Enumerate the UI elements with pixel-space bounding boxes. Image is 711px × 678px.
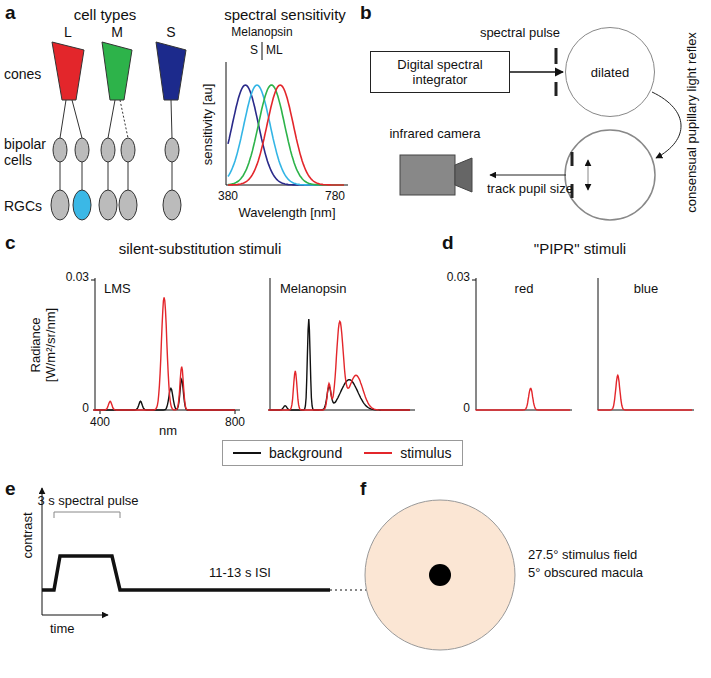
label: S <box>250 44 258 58</box>
label: sensitivity [au] <box>201 59 216 189</box>
label: blue <box>634 282 659 297</box>
label: LMS <box>104 282 131 297</box>
label: consensual pupillary light reflex <box>685 2 700 242</box>
label: time <box>50 622 75 637</box>
eye-circle: dilated <box>565 27 655 117</box>
label: cones <box>4 66 41 82</box>
label: d <box>442 232 454 254</box>
label: red <box>515 282 534 297</box>
label: bipolar cells <box>4 136 52 168</box>
label: Radiance [W/m²/sr/nm] <box>29 290 59 400</box>
legend-box: background stimulus <box>222 440 463 466</box>
label: spectral sensitivity <box>224 6 346 23</box>
label: 27.5° stimulus field <box>528 548 637 563</box>
spectra-axes <box>91 278 694 414</box>
label: 0 <box>82 402 89 416</box>
legend-text: background <box>269 445 342 461</box>
label: M <box>111 24 123 40</box>
legend-line <box>364 448 392 458</box>
label: RGCs <box>4 198 42 214</box>
sensitivity-axes <box>226 42 348 185</box>
sensitivity-curve <box>228 85 344 185</box>
label: b <box>360 2 372 24</box>
label: 5° obscured macula <box>528 566 643 581</box>
label: cell types <box>74 6 137 23</box>
label: ML <box>266 44 283 58</box>
legend-text: stimulus <box>400 445 451 461</box>
label: 11-13 s ISI <box>209 566 271 581</box>
spectrum-line <box>598 375 693 410</box>
label: S <box>166 24 175 40</box>
label: 0 <box>463 402 470 416</box>
label: 0.03 <box>447 271 470 285</box>
process-box: Digital spectral integrator <box>370 51 510 93</box>
label: L <box>64 24 72 40</box>
arrow-connector <box>510 71 563 72</box>
label: 380 <box>218 190 238 204</box>
label: contrast <box>21 495 36 575</box>
cell-diagram <box>51 42 186 220</box>
label: 0.03 <box>66 271 89 285</box>
sensitivity-curves <box>228 85 344 185</box>
sensitivity-curve <box>228 85 344 185</box>
label: "PIPR" stimuli <box>534 240 626 257</box>
spectrum-line <box>476 389 571 411</box>
legend-line <box>233 448 261 458</box>
sensitivity-curve <box>228 85 344 185</box>
label: 400 <box>90 416 110 430</box>
label: e <box>5 478 16 500</box>
label: 780 <box>325 190 345 204</box>
camera: infrared camera <box>380 126 490 198</box>
spectrum-line <box>268 321 410 410</box>
label: spectral pulse <box>480 26 560 41</box>
spectra-curves <box>93 297 692 410</box>
label: Wavelength [nm] <box>238 206 335 221</box>
label: 800 <box>225 416 245 430</box>
sensitivity-curve <box>228 85 344 185</box>
stimulus-field <box>365 500 515 650</box>
spectrum-line <box>93 297 235 410</box>
label: f <box>360 478 366 500</box>
spectrum-line <box>268 319 410 410</box>
label: silent-substitution stimuli <box>119 240 282 257</box>
label: c <box>5 232 16 254</box>
node-text: Digital spectral integrator <box>377 57 503 87</box>
label: a <box>5 2 16 24</box>
label: track pupil size <box>487 182 573 197</box>
node-text: dilated <box>591 65 629 80</box>
label: Melanopsin <box>231 26 292 40</box>
label: 3 s spectral pulse <box>37 494 138 509</box>
spectrum-line <box>93 380 235 410</box>
label: Melanopsin <box>280 282 347 297</box>
node-text: infrared camera <box>389 126 480 141</box>
label: nm <box>159 424 177 439</box>
